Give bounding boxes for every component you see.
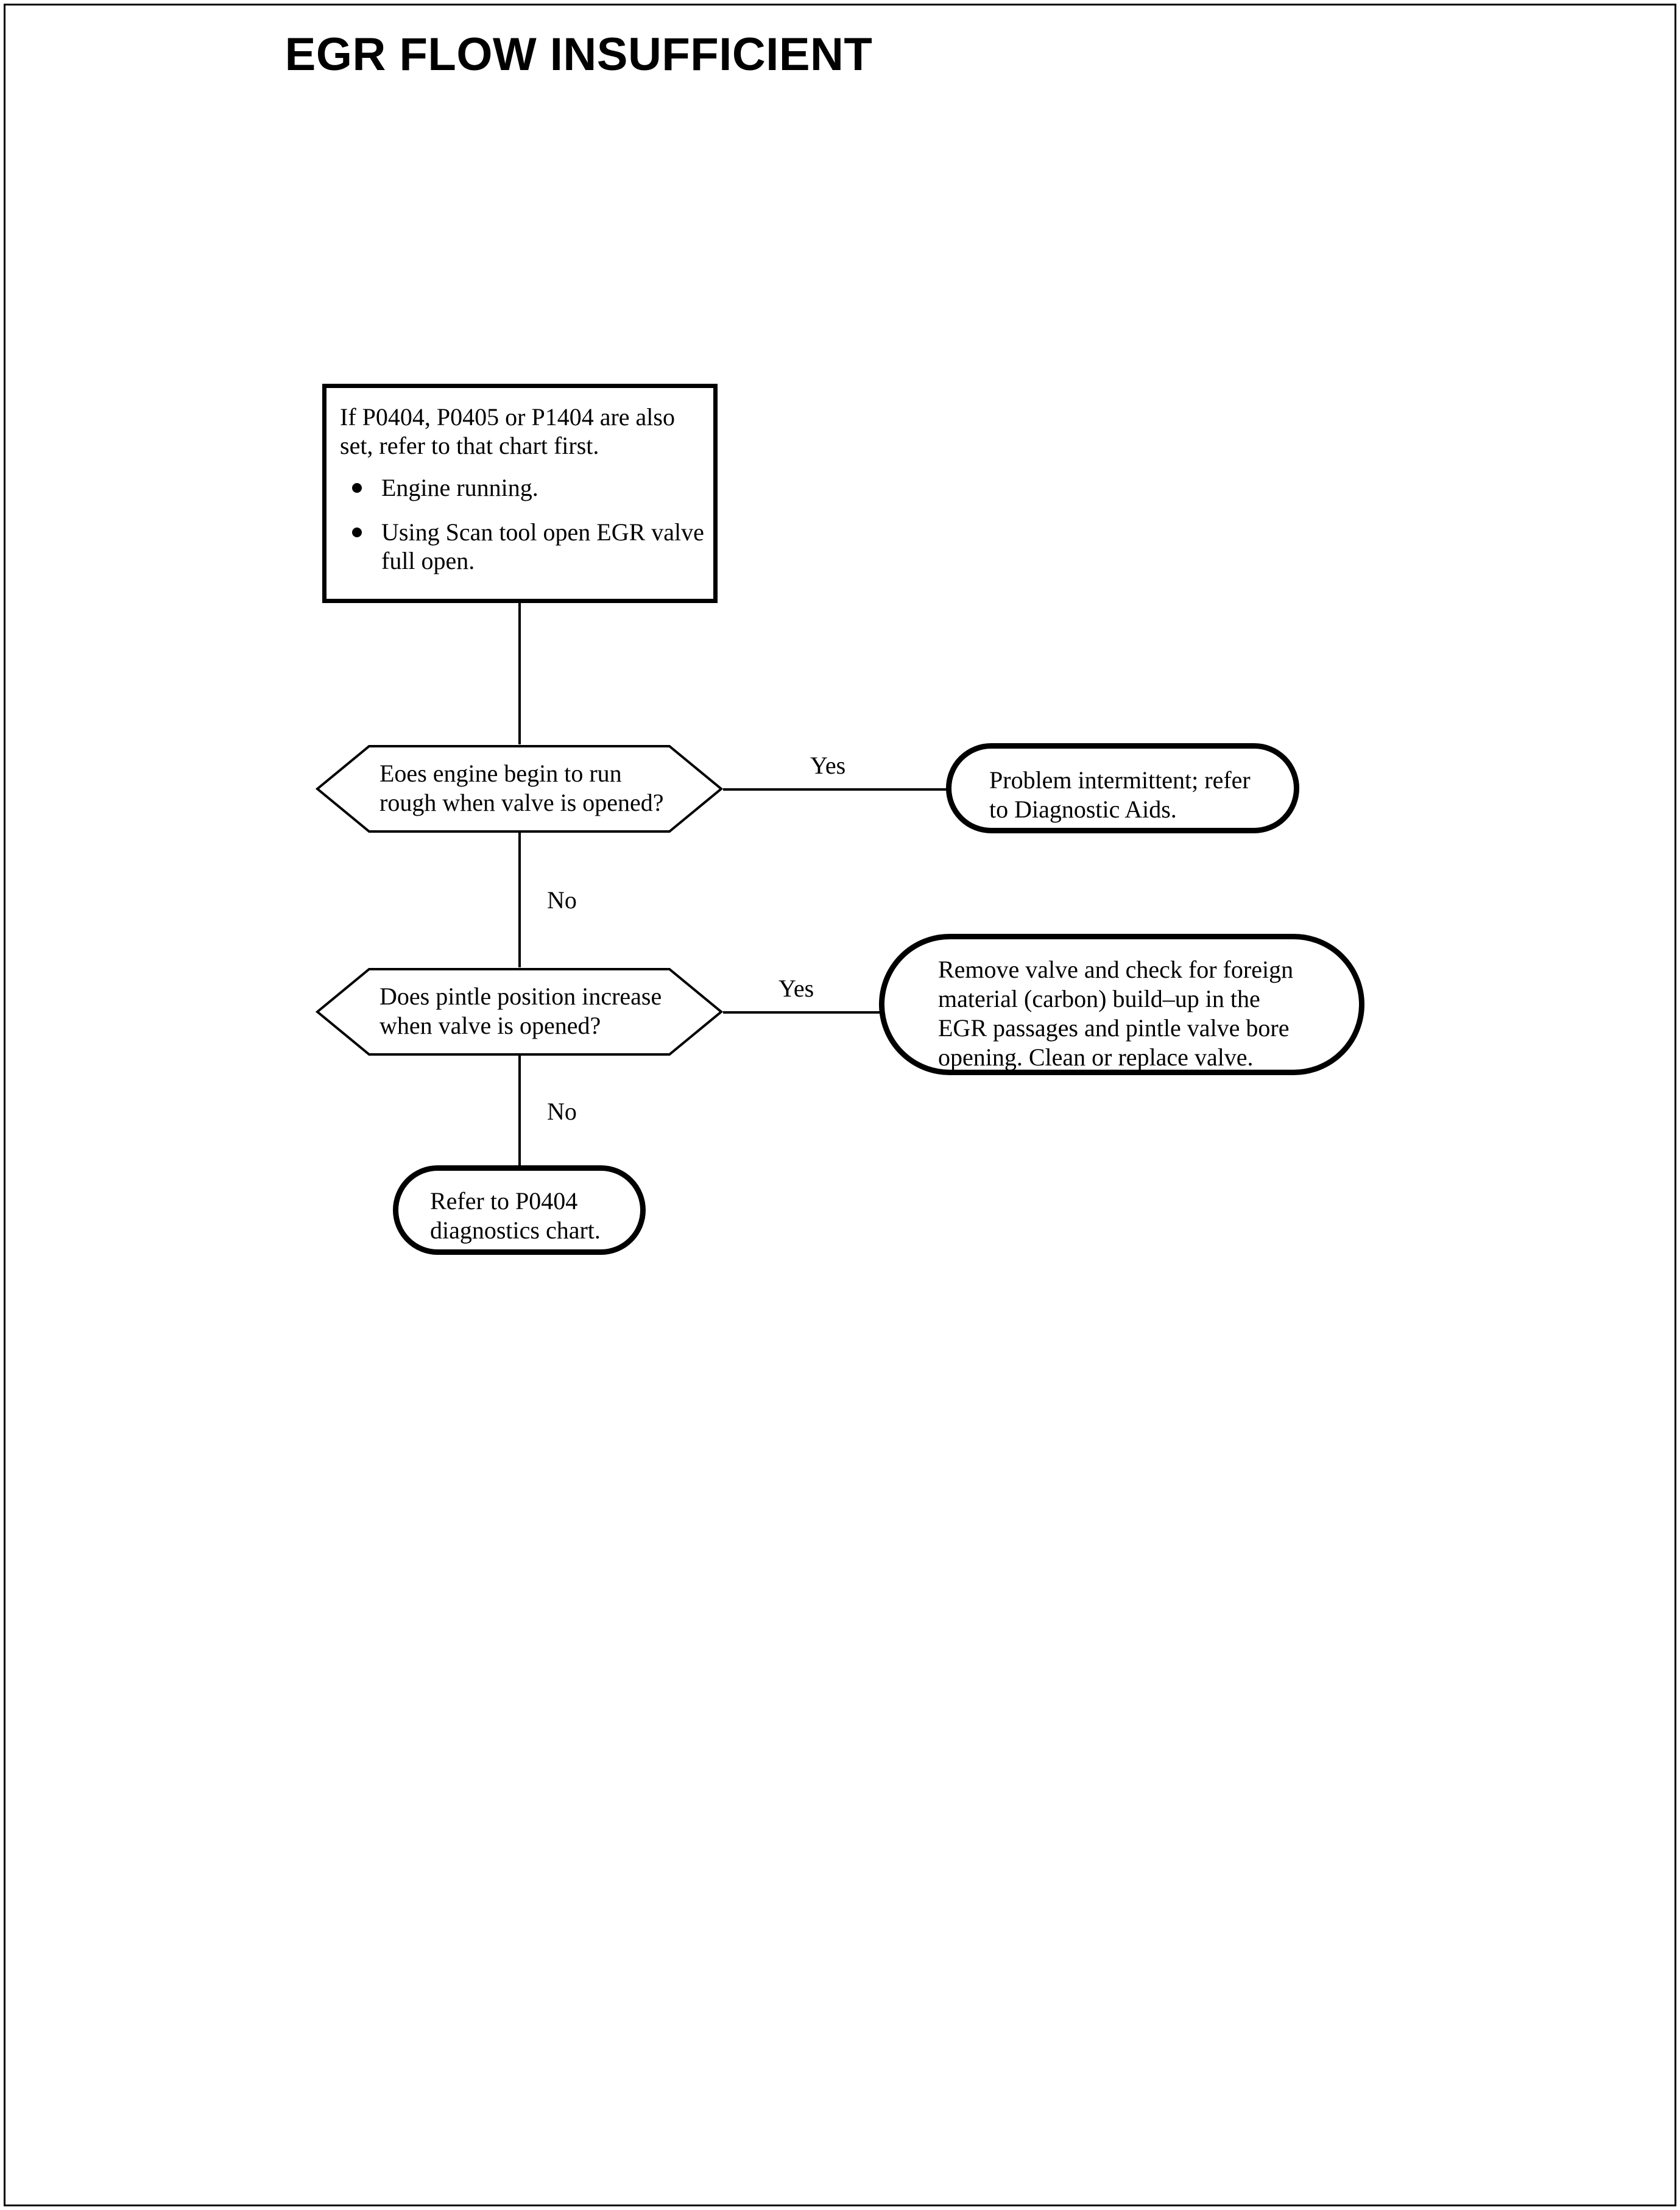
connector-pintle-no (518, 1056, 521, 1165)
decision-engine-rough-label: Eoes engine begin to run rough when valv… (379, 760, 664, 816)
prelim-bullet-2: Using Scan tool open EGR valve full open… (381, 518, 704, 575)
prelim-bullet-1: Engine running. (381, 474, 538, 501)
bullet-dot-icon (352, 483, 362, 493)
decision-engine-rough: Eoes engine begin to run rough when valv… (316, 744, 723, 833)
hexagon-outline-icon (316, 745, 723, 833)
bullet-dot-icon (352, 528, 362, 538)
terminator-remove-valve: Remove valve and check for foreign mater… (879, 934, 1364, 1075)
list-item: Engine running. (340, 473, 711, 502)
terminator-refer-p0404-label: Refer to P0404 diagnostics chart. (430, 1187, 601, 1244)
edge-label-pintle-no: No (547, 1098, 577, 1125)
hexagon-outline-icon (316, 968, 723, 1056)
page-border-frame (4, 4, 1676, 2206)
decision-pintle-position: Does pintle position increase when valve… (316, 967, 723, 1056)
edge-label-pintle-yes: Yes (778, 975, 814, 1002)
prelim-bullet-list: Engine running. Using Scan tool open EGR… (340, 473, 711, 591)
list-item: Using Scan tool open EGR valve full open… (340, 518, 711, 575)
edge-label-rough-yes: Yes (810, 752, 846, 779)
connector-rough-no (518, 833, 521, 967)
prelim-heading: If P0404, P0405 or P1404 are also set, r… (340, 403, 675, 460)
prelim-conditions-box: If P0404, P0405 or P1404 are also set, r… (322, 384, 718, 603)
decision-pintle-position-label: Does pintle position increase when valve… (379, 983, 662, 1039)
terminator-refer-p0404: Refer to P0404 diagnostics chart. (393, 1165, 646, 1255)
terminator-problem-intermittent-label: Problem intermittent; refer to Diagnosti… (989, 766, 1251, 823)
edge-label-rough-no: No (547, 886, 577, 914)
page-title: EGR FLOW INSUFFICIENT (284, 29, 873, 80)
terminator-problem-intermittent: Problem intermittent; refer to Diagnosti… (946, 743, 1299, 833)
connector-pintle-yes (723, 1011, 880, 1014)
connector-rough-yes (723, 788, 947, 791)
connector-prelim-to-decision-rough (518, 603, 521, 744)
terminator-remove-valve-label: Remove valve and check for foreign mater… (938, 956, 1294, 1071)
